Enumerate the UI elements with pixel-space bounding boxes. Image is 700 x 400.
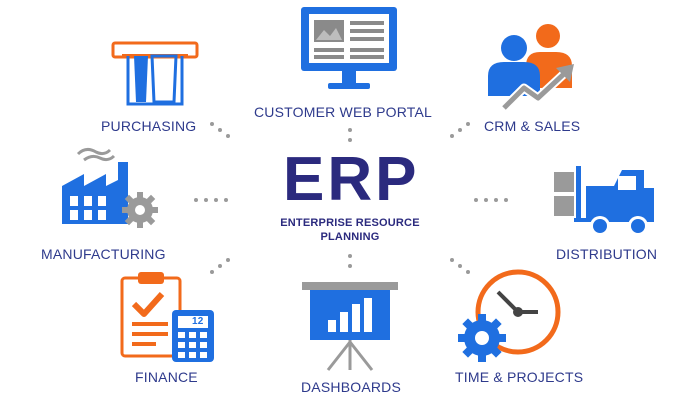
connector-dot [194,198,198,202]
erp-subtitle: ENTERPRISE RESOURCE PLANNING [270,216,430,244]
connector-dot [348,254,352,258]
erp-subtitle-line1: ENTERPRISE RESOURCE [280,217,420,229]
label-crm-sales: CRM & SALES [484,118,581,134]
label-customer-web-portal: CUSTOMER WEB PORTAL [254,104,433,120]
monitor-icon [301,7,397,89]
connector-dot [348,138,352,142]
card-slot-icon [111,41,199,106]
erp-subtitle-line2: PLANNING [320,231,380,243]
label-distribution: DISTRIBUTION [556,246,658,262]
connector-dot [494,198,498,202]
connector-dot [458,264,462,268]
connector-dot [450,258,454,262]
connector-dot [204,198,208,202]
connector-dot [210,122,214,126]
connector-dot [218,264,222,268]
forklift-icon [554,166,654,236]
people-growth-icon [488,24,574,113]
checklist-calculator-icon [120,272,214,362]
label-time-projects: TIME & PROJECTS [455,369,584,385]
connector-dot [218,128,222,132]
connector-dot [348,264,352,268]
factory-icon [62,147,158,228]
label-purchasing: PURCHASING [101,118,197,134]
connector-dot [210,270,214,274]
presentation-board-icon [302,282,398,371]
clock-gear-icon [458,269,561,362]
erp-title: ERP [283,145,420,214]
connector-dot [504,198,508,202]
connector-dot [484,198,488,202]
connector-dot [224,198,228,202]
calculator-display: 12 [192,316,204,327]
connector-dot [474,198,478,202]
label-manufacturing: MANUFACTURING [41,246,166,262]
label-finance: FINANCE [135,369,198,385]
connector-dot [226,258,230,262]
label-dashboards: DASHBOARDS [301,379,402,395]
connector-dot [348,128,352,132]
connector-dot [214,198,218,202]
connector-dot [226,134,230,138]
connector-dot [466,122,470,126]
connector-dot [450,134,454,138]
connector-dot [458,128,462,132]
connector-dot [466,270,470,274]
